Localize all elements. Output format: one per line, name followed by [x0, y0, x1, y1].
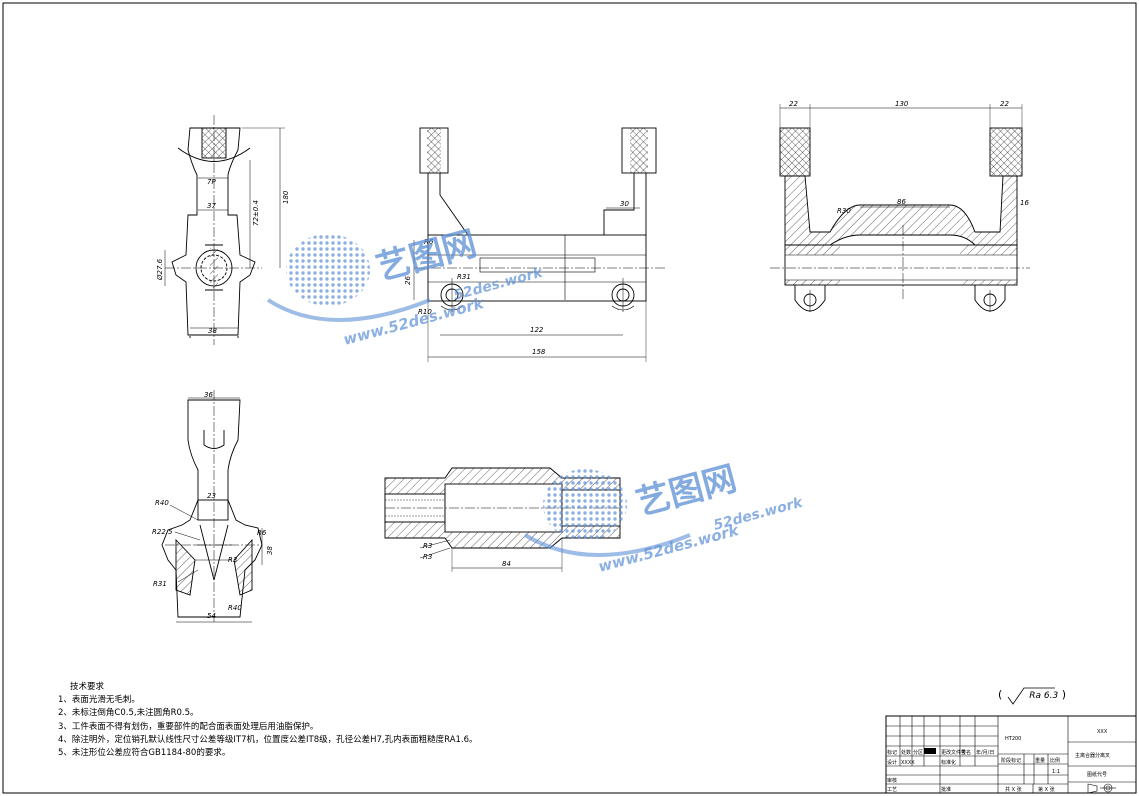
bottom-view — [161, 390, 263, 623]
roughness-paren-close: ) — [1061, 688, 1067, 701]
tb-mark-label: 标记 — [887, 749, 897, 756]
dim-low-54: 54 — [207, 612, 216, 620]
dim-low-r40b: R40 — [228, 604, 242, 612]
section-view-right — [770, 104, 1030, 312]
dim-low-r40a: R40 — [155, 499, 169, 507]
dim-low-38: 38 — [266, 546, 274, 555]
dim-front-122: 122 — [530, 326, 544, 334]
dim-low-36: 36 — [204, 391, 213, 399]
tb-sheets-total: 共 X 张 — [1005, 786, 1022, 793]
dim-low-r3: R3 — [228, 556, 237, 564]
tb-scale-label: 比例 — [1050, 757, 1060, 764]
dim-side-180: 180 — [282, 190, 290, 204]
dim-right-16: 16 — [1020, 199, 1029, 207]
dim-side-37: 37 — [207, 202, 216, 210]
tb-weight-label: 重量 — [1035, 757, 1045, 764]
dim-low-23: 23 — [207, 492, 216, 500]
tb-drawing-no-label: 图纸代号 — [1087, 771, 1107, 778]
watermark-logo-1: 艺图网 52des.work www.52des.work — [266, 224, 546, 349]
tb-part-name: 主离合器分离叉 — [1075, 752, 1110, 759]
dim-front-r6: R6 — [424, 238, 434, 246]
note-item-4: 4、除注明外，定位销孔默认线性尺寸公差等级IT7机，位置度公差IT8级，孔径公差… — [58, 734, 478, 745]
tb-sheet-no: 第 X 张 — [1038, 786, 1055, 793]
tb-zone-label: 分区 — [913, 749, 923, 756]
watermark-logo-2: 艺图网 52des.work www.52des.work — [523, 459, 806, 576]
technical-notes: 技术要求 1、表面光滑无毛刺。 2、未标注倒角C0.5,未注圆角R0.5。 3、… — [58, 681, 478, 760]
dim-sec-r3b: R3 — [423, 553, 432, 561]
dim-front-158: 158 — [532, 348, 546, 356]
dim-front-26: 26 — [404, 276, 412, 285]
tb-company: XXX — [1097, 729, 1108, 735]
tb-sign-label: 签名 — [961, 749, 971, 756]
roughness-note: ( Ra 6.3 ) — [998, 688, 1066, 701]
front-view — [413, 127, 665, 362]
tb-process-label: 工艺 — [887, 787, 897, 793]
tb-approve-label: 批准 — [941, 786, 951, 793]
dim-sec-r3a: R3 — [423, 542, 432, 550]
dim-side-bore: Ø27.6 — [156, 258, 164, 281]
roughness-symbol — [1007, 687, 1055, 705]
tb-design-label: 设计 — [887, 759, 897, 766]
tb-material: HT200 — [1005, 736, 1021, 742]
tb-stage-label: 阶段标记 — [1001, 757, 1021, 764]
dim-right-22a: 22 — [789, 100, 798, 108]
tb-scale: 1:1 — [1052, 769, 1060, 775]
dim-sec-84: 84 — [502, 560, 511, 568]
dim-low-r225: R22.5 — [152, 528, 173, 536]
dim-front-30: 30 — [620, 200, 629, 208]
dim-right-r30: R30 — [837, 207, 851, 215]
tb-design-name: XXXX — [901, 760, 915, 766]
dim-front-r10: R10 — [418, 308, 432, 316]
note-item-2: 2、未标注倒角C0.5,未注圆角R0.5。 — [58, 708, 199, 719]
title-block — [885, 715, 1137, 794]
side-view — [164, 115, 285, 345]
dim-side-72: 72±0.4 — [252, 200, 260, 226]
roughness-value: Ra 6.3 — [1029, 691, 1059, 701]
tb-date-label: 年/月/日 — [976, 749, 994, 756]
dim-side-7p: 7P — [207, 178, 216, 186]
note-item-1: 1、表面光滑无毛刺。 — [58, 695, 140, 706]
watermark-brand-cn-2: 艺图网 — [632, 459, 741, 524]
dim-right-22b: 22 — [1000, 100, 1009, 108]
note-item-5: 5、未注形位公差应符合GB1184-80的要求。 — [58, 748, 231, 759]
dim-low-r6: R6 — [257, 529, 267, 537]
tb-change-label: 更改文件号 — [941, 749, 966, 756]
roughness-paren-open: ( — [998, 688, 1003, 701]
dim-front-r31: R31 — [457, 273, 471, 281]
dim-low-r31: R31 — [153, 580, 167, 588]
note-item-3: 3、工件表面不得有划伤，重要部件的配合面表面处理后用油脂保护。 — [58, 721, 319, 732]
watermark-url-full-1: www.52des.work — [341, 294, 486, 349]
tb-std-label: 标准化 — [941, 759, 956, 766]
notes-heading: 技术要求 — [70, 682, 105, 692]
dim-right-130: 130 — [895, 100, 909, 108]
dim-right-86: 86 — [897, 198, 906, 206]
tb-review-label: 审核 — [887, 777, 897, 784]
dim-side-38: 38 — [208, 327, 217, 335]
tb-count-label: 处数 — [901, 749, 911, 756]
